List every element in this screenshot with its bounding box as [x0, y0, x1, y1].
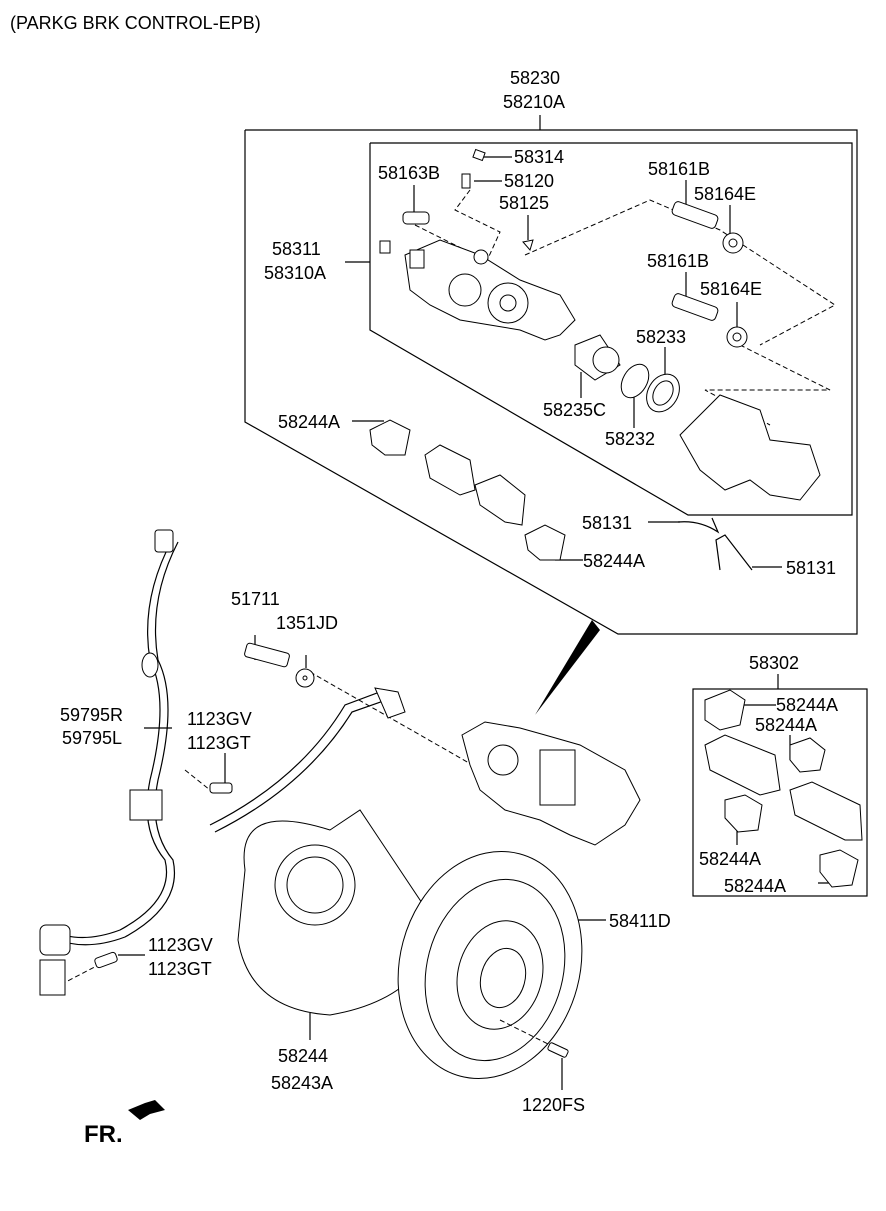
label-58314: 58314: [514, 147, 565, 167]
caliper-bracket: [679, 394, 821, 501]
diagram-title: (PARKG BRK CONTROL-EPB): [10, 13, 261, 33]
brake-disc: [397, 851, 583, 1079]
wheel-speed-sensor: [39, 529, 179, 996]
label-58310a: 58310A: [264, 263, 327, 283]
label-58235c: 58235C: [543, 400, 607, 420]
label-58164e-lower: 58164E: [700, 279, 763, 299]
label-58163b: 58163B: [378, 163, 441, 183]
front-direction-label: FR.: [84, 1121, 123, 1148]
caliper-housing-frame: [345, 142, 853, 516]
piston-and-seals: [574, 334, 680, 413]
label-58161b-upper: 58161B: [648, 159, 711, 179]
label-58244a-assembly-upper: 58244A: [278, 412, 341, 432]
dust-shield: [237, 809, 441, 1016]
leader-lines: [118, 156, 842, 1090]
sensor-bolts: [94, 782, 233, 969]
fittings: [379, 148, 534, 254]
label-59795l: 59795L: [62, 728, 123, 748]
label-58161b-lower: 58161B: [647, 251, 710, 271]
pad-kit-contents: [704, 689, 863, 888]
label-58164e-upper: 58164E: [694, 184, 757, 204]
label-1123gt-upper: 1123GT: [187, 733, 251, 753]
label-kit-58244a-3: 58244A: [699, 849, 762, 869]
brake-pads-assembly: [369, 419, 566, 561]
label-kit-58244a-1: 58244A: [776, 695, 839, 715]
label-58131-lower: 58131: [786, 558, 837, 578]
label-58131-upper: 58131: [582, 513, 633, 533]
caliper-bolt: [244, 642, 315, 688]
label-58210a: 58210A: [503, 92, 566, 112]
label-58302: 58302: [749, 653, 800, 673]
label-1220fs: 1220FS: [522, 1095, 586, 1115]
label-58230: 58230: [510, 68, 561, 88]
label-kit-58244a-2: 58244A: [755, 715, 818, 735]
label-58120: 58120: [504, 171, 555, 191]
label-58411d: 58411D: [609, 911, 671, 931]
guide-pins: [671, 201, 748, 348]
label-58244a-assembly-lower: 58244A: [583, 551, 646, 571]
assembly-pointer: [535, 620, 600, 715]
label-1123gv-upper: 1123GV: [187, 709, 252, 729]
label-58311: 58311: [272, 239, 321, 259]
label-58232: 58232: [605, 429, 656, 449]
label-kit-58244a-4: 58244A: [724, 876, 787, 896]
disc-screw: [499, 1019, 569, 1058]
label-58244: 58244: [278, 1046, 329, 1066]
caliper-housing-part: [404, 239, 576, 341]
caliper-assembly-frame: [244, 115, 858, 635]
brake-hose: [209, 687, 406, 833]
retaining-springs: [677, 517, 753, 571]
label-1123gv-lower: 1123GV: [148, 935, 213, 955]
label-58233: 58233: [636, 327, 687, 347]
pad-kit-frame: [692, 674, 868, 897]
assembled-caliper: [461, 721, 641, 846]
label-59795r: 59795R: [60, 705, 124, 725]
label-58125: 58125: [499, 193, 550, 213]
label-1123gt-lower: 1123GT: [148, 959, 212, 979]
front-arrow-icon: [128, 1100, 165, 1120]
label-1351jd: 1351JD: [276, 613, 339, 633]
label-51711: 51711: [231, 589, 280, 609]
label-58243a: 58243A: [271, 1073, 334, 1093]
